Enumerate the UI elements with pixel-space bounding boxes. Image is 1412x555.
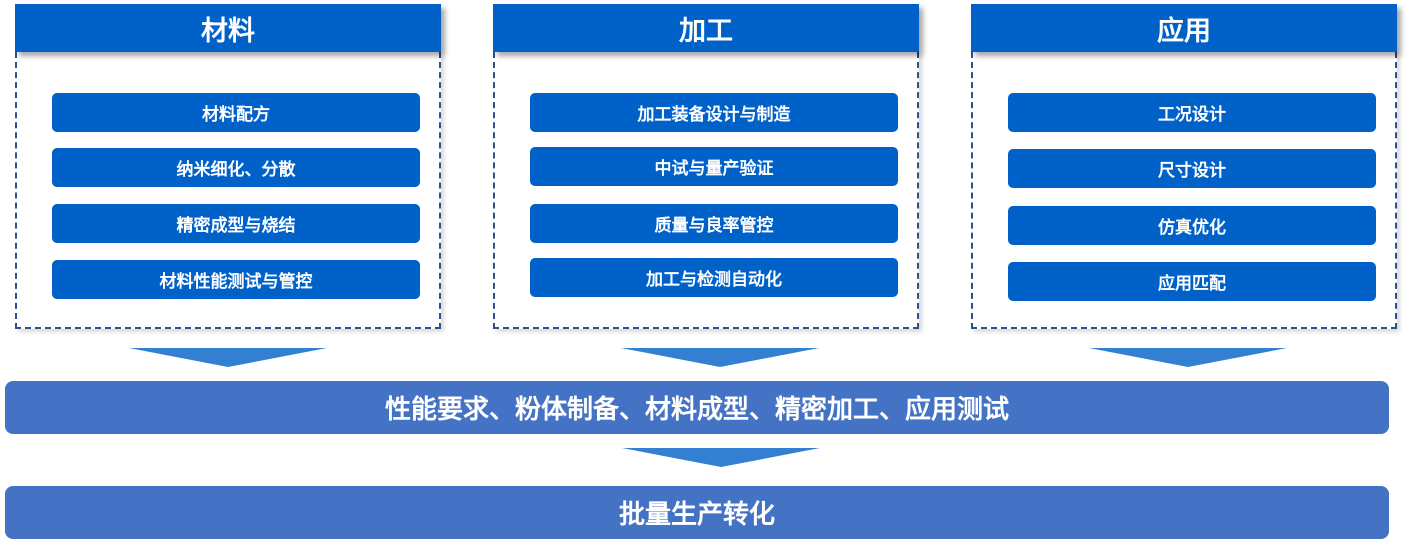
down-arrow-icon <box>622 448 820 467</box>
list-item: 工况设计 <box>1008 93 1376 132</box>
down-arrow-icon <box>1089 348 1287 367</box>
list-item: 加工与检测自动化 <box>530 258 898 297</box>
list-item: 材料配方 <box>52 93 420 132</box>
down-arrow-icon <box>129 348 327 367</box>
list-item: 中试与量产验证 <box>530 147 898 186</box>
result-bar: 批量生产转化 <box>5 486 1389 539</box>
summary-bar: 性能要求、粉体制备、材料成型、精密加工、应用测试 <box>5 381 1389 434</box>
list-item: 质量与良率管控 <box>530 204 898 243</box>
list-item: 纳米细化、分散 <box>52 148 420 187</box>
list-item: 应用匹配 <box>1008 262 1376 301</box>
column-application: 应用 工况设计 尺寸设计 仿真优化 应用匹配 <box>971 4 1397 329</box>
list-item: 加工装备设计与制造 <box>530 93 898 132</box>
column-processing: 加工 加工装备设计与制造 中试与量产验证 质量与良率管控 加工与检测自动化 <box>493 4 919 329</box>
list-item: 尺寸设计 <box>1008 149 1376 188</box>
column-box: 工况设计 尺寸设计 仿真优化 应用匹配 <box>971 52 1397 329</box>
down-arrow-icon <box>621 348 819 367</box>
list-item: 材料性能测试与管控 <box>52 260 420 299</box>
list-item: 精密成型与烧结 <box>52 204 420 243</box>
column-header: 加工 <box>493 4 919 52</box>
column-header: 材料 <box>15 4 441 52</box>
column-box: 加工装备设计与制造 中试与量产验证 质量与良率管控 加工与检测自动化 <box>493 52 919 329</box>
column-materials: 材料 材料配方 纳米细化、分散 精密成型与烧结 材料性能测试与管控 <box>15 4 441 329</box>
list-item: 仿真优化 <box>1008 206 1376 245</box>
column-box: 材料配方 纳米细化、分散 精密成型与烧结 材料性能测试与管控 <box>15 52 441 329</box>
column-header: 应用 <box>971 4 1397 52</box>
